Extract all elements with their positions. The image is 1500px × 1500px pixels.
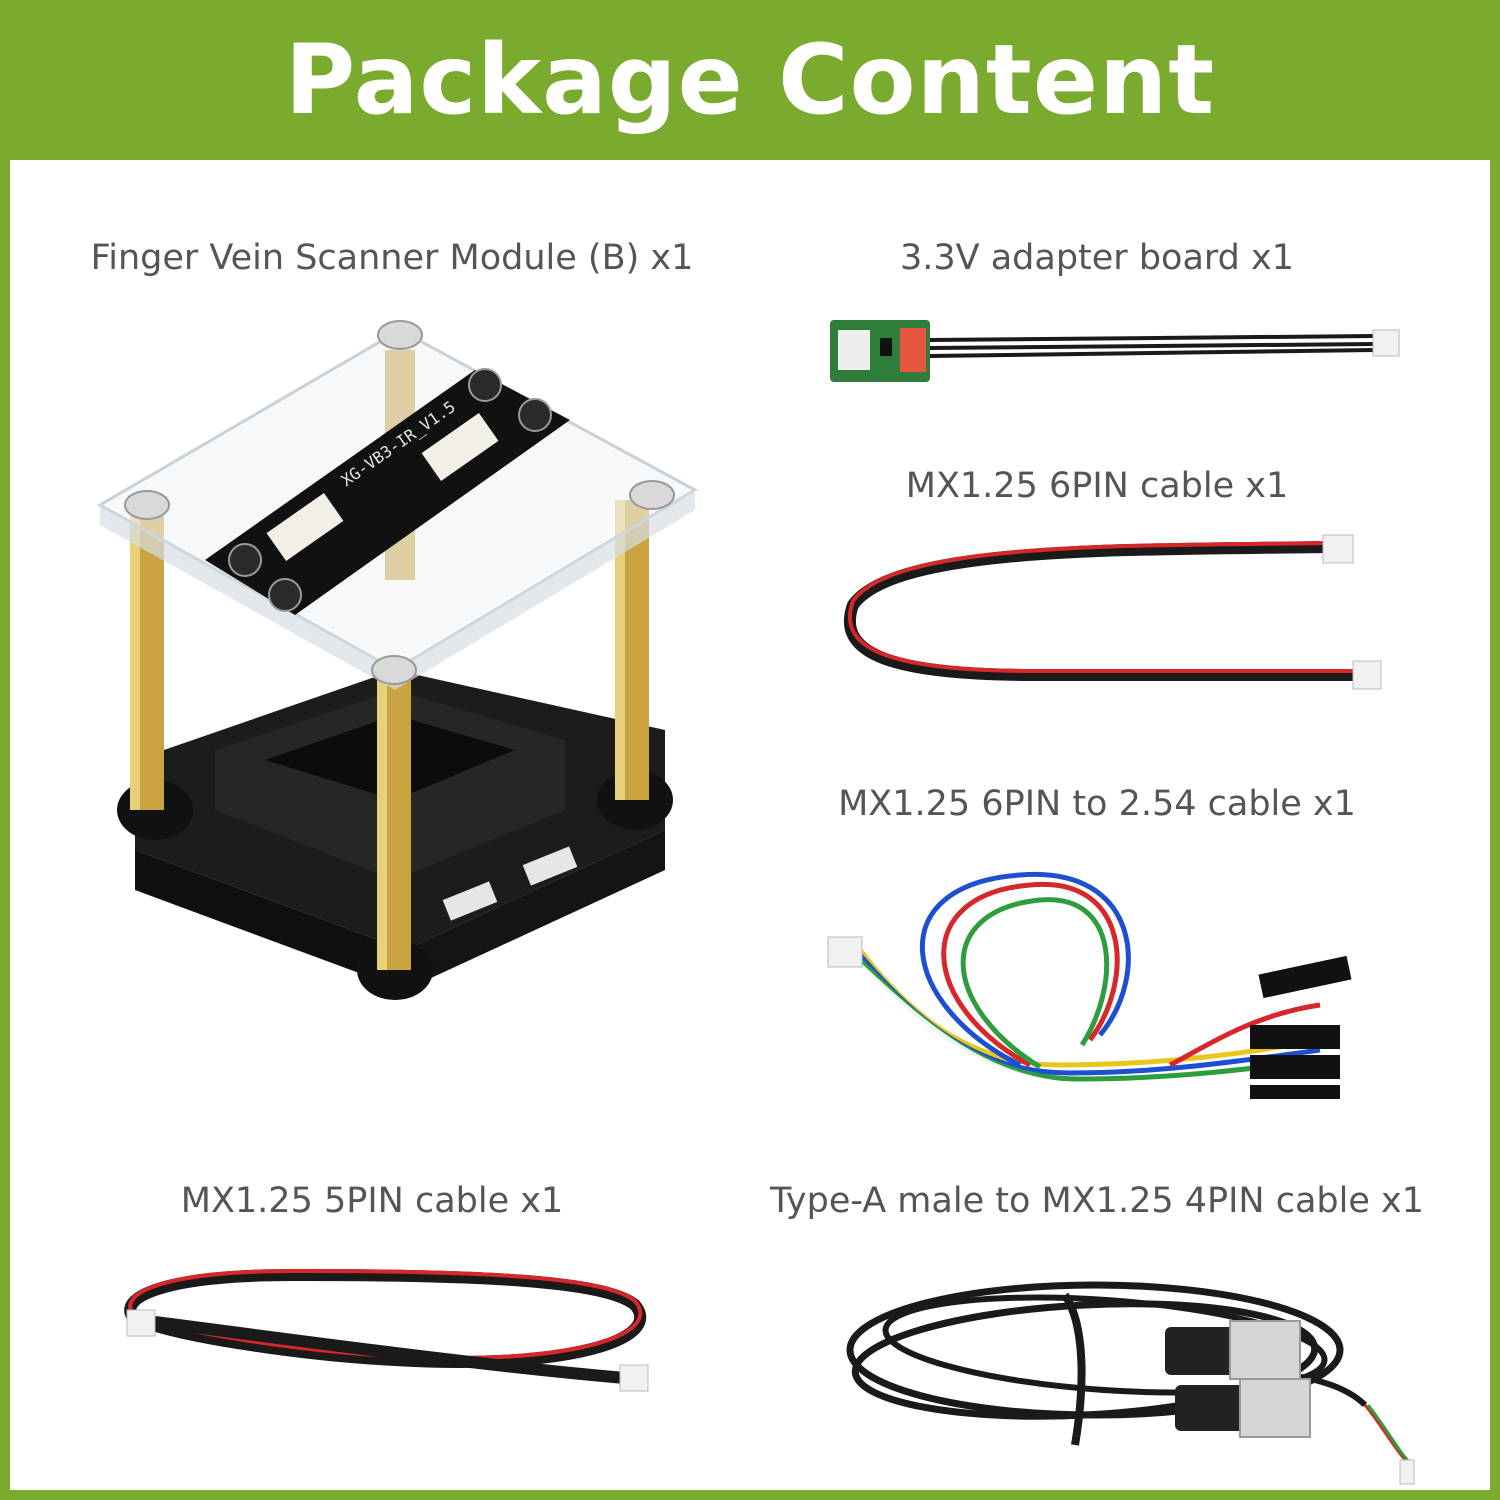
page-title: Package Content xyxy=(284,24,1216,136)
6pin-cable-image xyxy=(843,534,1382,690)
5pin-cable-image xyxy=(124,1268,649,1392)
scanner-module-image: XG-VB3-IR_V1.5 xyxy=(96,320,699,1000)
item-label-6pin-cable: MX1.25 6PIN cable x1 xyxy=(905,466,1289,506)
item-label-5pin-cable: MX1.25 5PIN cable x1 xyxy=(180,1181,564,1221)
usb-cable-image xyxy=(846,1281,1415,1485)
item-label-scanner-module: Finger Vein Scanner Module (B) x1 xyxy=(90,238,694,278)
item-label-usb-cable: Type-A male to MX1.25 4PIN cable x1 xyxy=(769,1181,1425,1221)
header-banner: Package Content xyxy=(0,0,1500,160)
item-label-adapter-board: 3.3V adapter board x1 xyxy=(899,238,1295,278)
6pin-to-254-cable-image xyxy=(827,871,1352,1099)
item-label-6pin-to-254-cable: MX1.25 6PIN to 2.54 cable x1 xyxy=(838,784,1356,824)
adapter-board-image xyxy=(830,320,1400,382)
